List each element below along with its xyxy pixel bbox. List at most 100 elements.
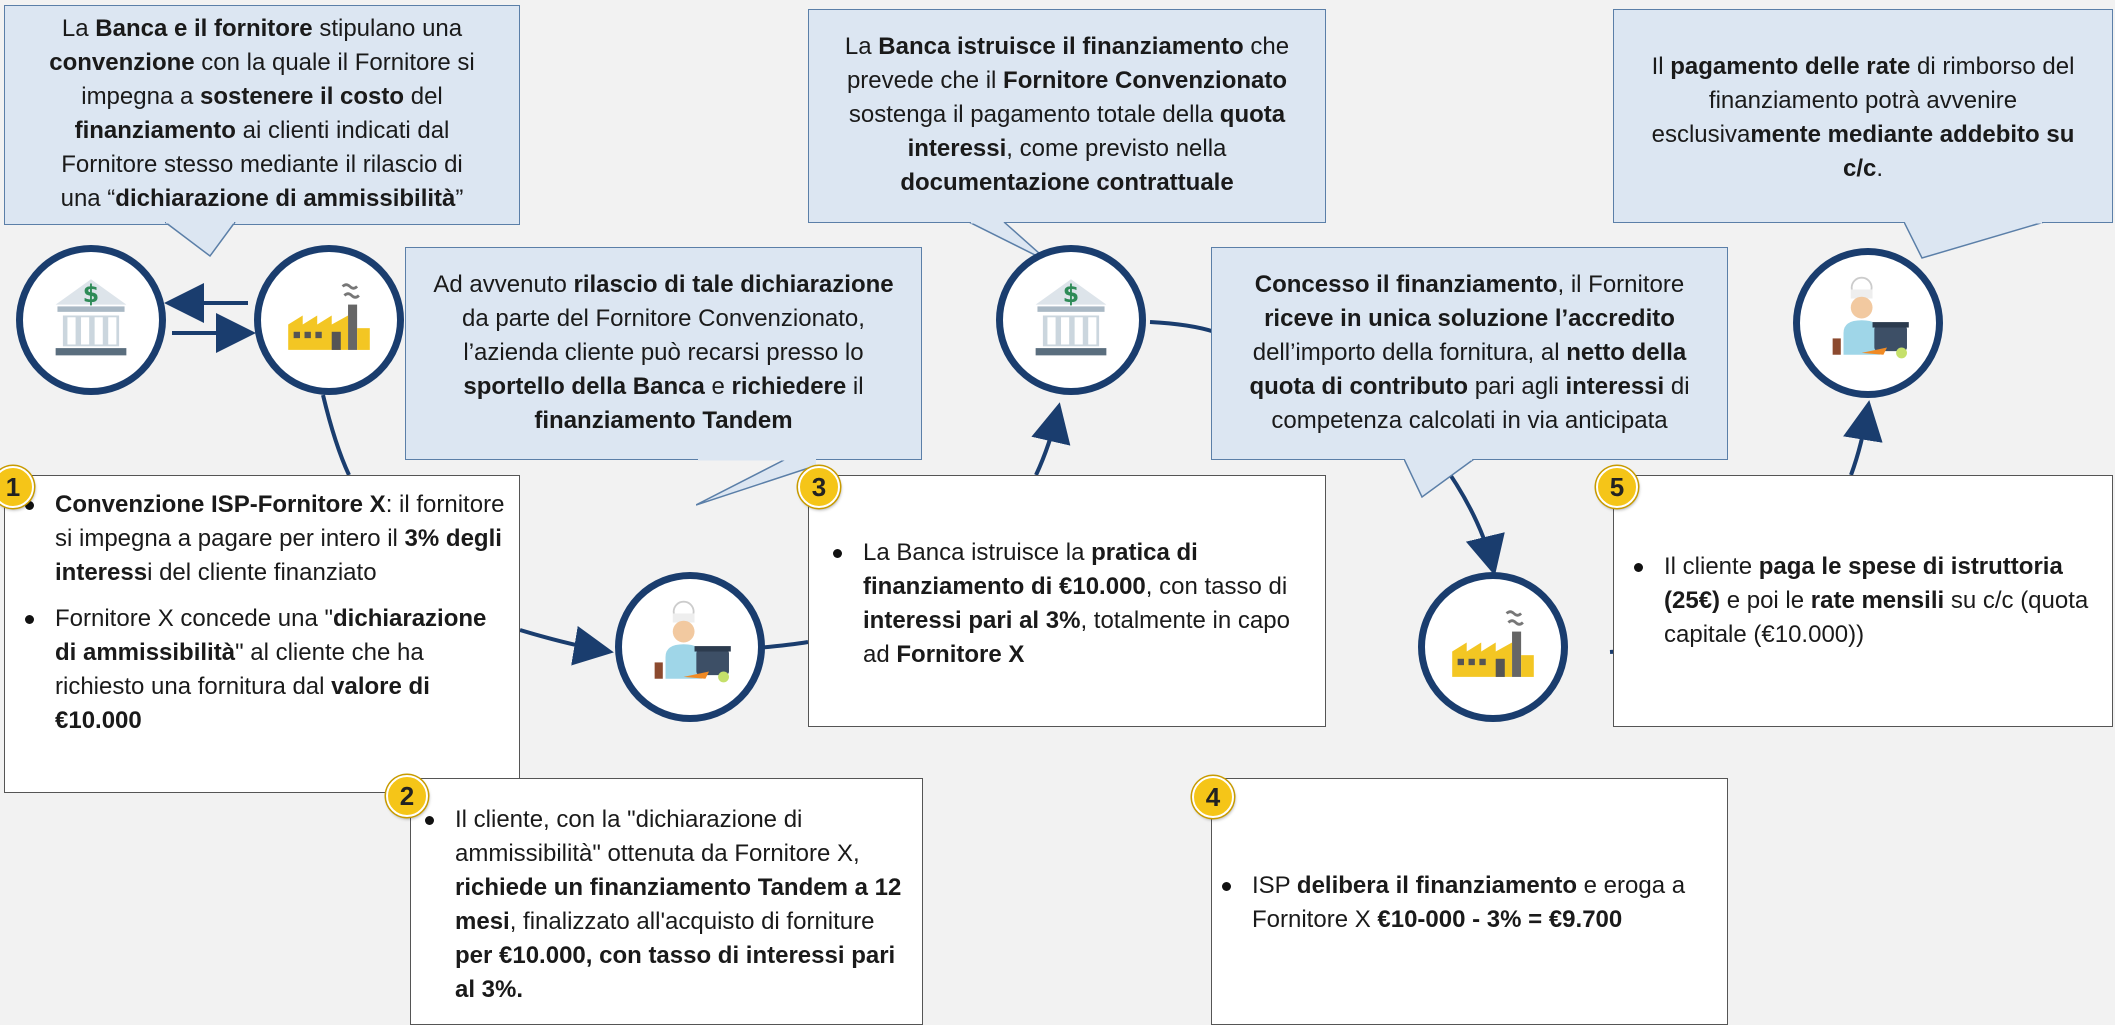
- bold-text: Banca istruisce il finanziamento: [878, 33, 1244, 60]
- bold-text: netto della: [1566, 339, 1687, 366]
- text-run: e poi le: [1720, 587, 1811, 614]
- text-run: che: [1243, 33, 1290, 60]
- text-run: stipulano una: [312, 15, 463, 42]
- text-run: , con tasso di: [1145, 573, 1288, 600]
- bold-text: richiedere: [731, 373, 847, 400]
- text-run: pari agli: [1468, 373, 1566, 400]
- bold-text: convenzione: [49, 49, 195, 76]
- text-run: Fornitore stesso mediante il rilascio di: [61, 151, 463, 178]
- text-run: , il Fornitore: [1557, 271, 1685, 298]
- text-run: con la quale il Fornitore si: [194, 49, 475, 76]
- bold-text: interessi: [907, 135, 1007, 162]
- text-run: e: [704, 373, 732, 400]
- callout-line: Concesso il finanziamento, il Fornitore: [1226, 268, 1713, 302]
- svg-text:$: $: [83, 280, 99, 308]
- arrow-step1-to-client: [519, 626, 614, 666]
- callout-line: Il pagamento delle rate di rimborso del: [1628, 50, 2098, 84]
- link-bank-to-callout4: [1149, 320, 1216, 334]
- text-run: una “: [60, 185, 116, 212]
- callout-line: prevede che il Fornitore Convenzionato: [823, 64, 1311, 98]
- text-run: i del cliente finanziato: [147, 559, 377, 586]
- svg-text:$: $: [1063, 280, 1079, 308]
- callout-line: esclusivamente mediante addebito su: [1628, 118, 2098, 152]
- callout-line: riceve in unica soluzione l’accredito: [1226, 302, 1713, 336]
- bold-text: mente mediante addebito su: [1750, 121, 2075, 148]
- bold-text: Fornitore Convenzionato: [1003, 67, 1288, 94]
- bold-text: Fornitore X: [896, 641, 1025, 668]
- bold-text: interessi: [1565, 373, 1665, 400]
- bold-text: Concesso il finanziamento: [1254, 271, 1558, 298]
- bold-text: Convenzione ISP-Fornitore X: [55, 491, 386, 518]
- callout-line: finanziamento Tandem: [420, 404, 907, 438]
- text-run: , finalizzato all'acquisto di forniture: [509, 908, 875, 935]
- bold-text: c/c: [1842, 155, 1877, 182]
- bank-icon: $: [16, 245, 166, 395]
- bold-text: quota: [1219, 101, 1286, 128]
- bullet-item: La Banca istruisce la pratica di finanzi…: [833, 536, 1311, 672]
- text-run: Fornitore X concede una ": [55, 605, 334, 632]
- chef-client-icon: [615, 572, 765, 722]
- step-number-3: 3: [798, 466, 840, 508]
- step-items: Il cliente, con la "dichiarazione di amm…: [411, 803, 912, 1007]
- text-run: finanziamento potrà avvenire: [1708, 87, 2018, 114]
- bold-text: valore di €10.000: [55, 673, 430, 734]
- step-box-5: Il cliente paga le spese di istruttoria …: [1613, 475, 2113, 727]
- bold-text: richiede un finanziamento Tandem a 12 me…: [455, 874, 902, 935]
- callout-line: finanziamento potrà avvenire: [1628, 84, 2098, 118]
- callout-text: Il pagamento delle rate di rimborso del f…: [1628, 50, 2098, 186]
- bold-text: €10-000 - 3% = €9.700: [1377, 906, 1623, 933]
- bank-icon: $: [996, 245, 1146, 395]
- bold-text: rate mensili: [1810, 587, 1945, 614]
- bold-text: Banca e il fornitore: [95, 15, 313, 42]
- text-run: esclusiva: [1651, 121, 1751, 148]
- bold-text: finanziamento: [74, 117, 236, 144]
- callout-line: sostenga il pagamento totale della quota: [823, 98, 1311, 132]
- bold-text: interessi pari al 3%: [863, 607, 1081, 634]
- arrow-step3-to-bank: [1031, 402, 1071, 476]
- callout-tail: [1904, 222, 2045, 259]
- text-run: del: [404, 83, 443, 110]
- bold-text: finanziamento Tandem: [534, 407, 793, 434]
- bold-text: sostenere il costo: [199, 83, 405, 110]
- factory-icon: [1418, 572, 1568, 722]
- text-run: .: [1876, 155, 1884, 182]
- link-factory-to-step1: [321, 394, 351, 476]
- text-run: Il: [1651, 53, 1671, 80]
- callout-line: l’azienda cliente può recarsi presso lo: [420, 336, 907, 370]
- text-run: impegna a: [81, 83, 200, 110]
- callout-line: dell’importo della fornitura, al netto d…: [1226, 336, 1713, 370]
- bold-text: riceve in unica soluzione l’accredito: [1264, 305, 1675, 332]
- step-items: ISP delibera il finanziamento e eroga a …: [1212, 869, 1717, 937]
- text-run: Il cliente, con la "dichiarazione di amm…: [455, 806, 860, 867]
- bold-text: dichiarazione di ammissibilità: [115, 185, 456, 212]
- bullet-item: Il cliente paga le spese di istruttoria …: [1634, 550, 2102, 652]
- bullet-item: Fornitore X concede una "dichiarazione d…: [25, 602, 509, 738]
- callout-tail: [165, 222, 236, 258]
- text-run: su c/c (quota capitale (€10.000)): [1664, 587, 2089, 648]
- arrow-step5-to-client: [1843, 400, 1883, 476]
- bold-text: sportello della Banca: [463, 373, 705, 400]
- callout-line: convenzione con la quale il Fornitore si: [19, 46, 505, 80]
- bold-text: quota di contributo: [1249, 373, 1469, 400]
- callout-accredito: Concesso il finanziamento, il Fornitore r…: [1211, 247, 1728, 499]
- step-items: Il cliente paga le spese di istruttoria …: [1624, 550, 2102, 652]
- step-number-2: 2: [386, 775, 428, 817]
- bold-text: delibera il finanziamento: [1296, 872, 1577, 899]
- text-run: da parte del Fornitore Convenzionato,: [462, 305, 865, 332]
- step-box-2: Il cliente, con la "dichiarazione di amm…: [410, 778, 923, 1025]
- text-run: di: [1664, 373, 1690, 400]
- text-run: Ad avvenuto: [433, 271, 574, 298]
- text-run: dell’importo della fornitura, al: [1252, 339, 1567, 366]
- callout-line: c/c.: [1628, 152, 2098, 186]
- step-box-1: Convenzione ISP-Fornitore X: il fornitor…: [4, 475, 520, 793]
- text-run: e eroga a Fornitore X: [1252, 872, 1686, 933]
- callout-line: Fornitore stesso mediante il rilascio di: [19, 148, 505, 182]
- text-run: La Banca istruisce la: [863, 539, 1092, 566]
- text-run: : il fornitore si impegna a pagare per i…: [55, 491, 505, 552]
- text-run: ”: [455, 185, 464, 212]
- text-run: il: [846, 373, 864, 400]
- text-run: l’azienda cliente può recarsi presso lo: [463, 339, 864, 366]
- chef-client-icon: [1793, 248, 1943, 398]
